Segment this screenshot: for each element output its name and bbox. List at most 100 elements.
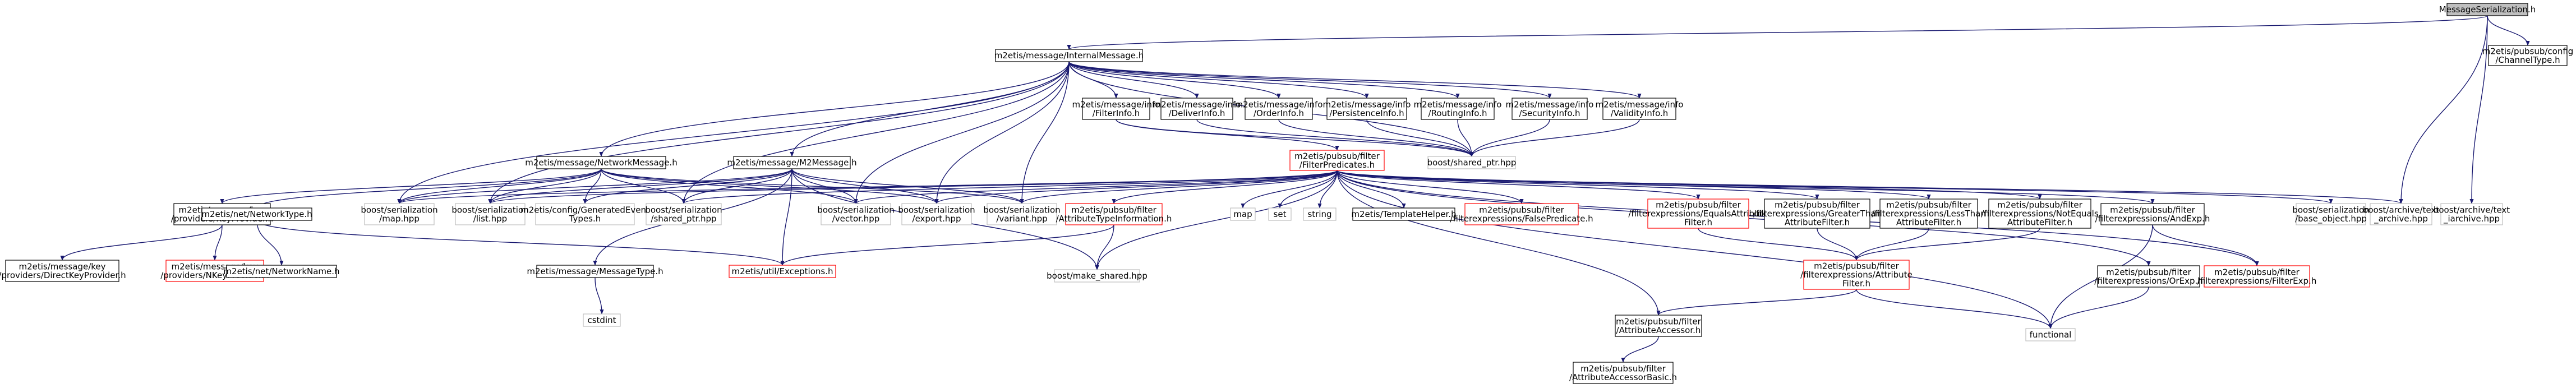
node-box <box>2440 203 2503 225</box>
edge-nettype-to-netname <box>256 220 284 266</box>
node-label: m2etis/pubsub/filter <box>1071 205 1156 215</box>
edge-filterpred-to-archtext <box>1337 170 2403 204</box>
node-ltattr[interactable]: m2etis/pubsub/filter/filterexpressions/L… <box>1872 198 1986 229</box>
edge-msgser-to-archtext <box>2399 15 2488 204</box>
node-orderinfo[interactable]: m2etis/message/info/OrderInfo.h <box>1235 98 1323 120</box>
edge-eqattr-to-attrfilter <box>1698 228 1859 261</box>
node-securityinfo[interactable]: m2etis/message/info/SecurityInfo.h <box>1506 98 1594 120</box>
node-label: /ValidityInfo.h <box>1611 108 1669 118</box>
edge-routinginfo-to-sharedptr <box>1457 119 1474 157</box>
node-label: /list.hpp <box>473 214 507 224</box>
node-msgtype[interactable]: m2etis/message/MessageType.h <box>527 265 663 278</box>
node-internal[interactable]: m2etis/message/InternalMessage.h <box>994 49 1144 62</box>
node-box <box>535 203 635 225</box>
node-label: m2etis/pubsub/config <box>2482 46 2574 56</box>
edge-m2msg-to-serlist <box>488 168 792 204</box>
node-netname[interactable]: m2etis/net/NetworkName.h <box>223 265 340 278</box>
node-box <box>1065 203 1163 225</box>
node-msgser[interactable]: MessageSerialization.h <box>2439 3 2536 16</box>
node-label: boost/serialization <box>645 205 722 215</box>
node-chantype[interactable]: m2etis/pubsub/config/ChannelType.h <box>2482 45 2574 66</box>
node-box <box>226 265 337 278</box>
dependency-nodes: MessageSerialization.h m2etis/pubsub/conf… <box>0 3 2573 384</box>
node-label: /filterexpressions/FilterExp.h <box>2197 276 2317 286</box>
node-label: /ChannelType.h <box>2495 55 2560 65</box>
node-box <box>995 49 1143 62</box>
node-label: /RoutingInfo.h <box>1428 108 1487 118</box>
edge-internal-to-validityinfo <box>1068 61 1642 99</box>
node-archtextt: boost/archive/text_iarchive.hpp <box>2434 203 2510 225</box>
node-netmsg[interactable]: m2etis/message/NetworkMessage.h <box>525 156 678 169</box>
edge-keyprov-to-nkey <box>213 224 223 261</box>
edge-netmsg-to-keyprov <box>220 168 602 204</box>
node-filterinfo[interactable]: m2etis/message/info/FilterInfo.h <box>1072 98 1160 120</box>
node-cstdint: cstdint <box>583 313 621 327</box>
edge-msgser-to-archtextt <box>2469 15 2488 204</box>
node-box <box>729 265 836 278</box>
node-label: /AttributeAccessorBasic.h <box>1569 372 1677 382</box>
node-templhelper[interactable]: m2etis/TemplateHelper.h <box>1351 207 1457 221</box>
node-label: /DeliverInfo.h <box>1169 108 1225 118</box>
node-attrinfo[interactable]: m2etis/pubsub/filter/AttributeTypeInform… <box>1056 203 1172 225</box>
node-label: m2etis/message/info <box>1506 99 1594 109</box>
edge-persistinfo-to-sharedptr <box>1366 119 1474 157</box>
node-deliverinfo[interactable]: m2etis/message/info/DeliverInfo.h <box>1153 98 1241 120</box>
node-box <box>1988 198 2091 229</box>
node-attraccessor[interactable]: m2etis/pubsub/filter/AttributeAccessor.h <box>1615 315 1702 337</box>
edge-internal-to-servariant <box>1020 61 1070 204</box>
node-label: /AttributeTypeInformation.h <box>1056 214 1172 224</box>
node-box <box>1879 198 1978 229</box>
node-persistinfo[interactable]: m2etis/message/info/PersistenceInfo.h <box>1323 98 1411 120</box>
edge-netmsg-to-sermap <box>397 168 602 204</box>
node-gtattr[interactable]: m2etis/pubsub/filter/filterexpressions/G… <box>1753 198 1881 229</box>
node-attraccbasic[interactable]: m2etis/pubsub/filter/AttributeAccessorBa… <box>1569 362 1677 384</box>
node-box <box>536 156 666 169</box>
node-validityinfo[interactable]: m2etis/message/info/ValidityInfo.h <box>1596 98 1684 120</box>
node-label: m2etis/pubsub/filter <box>2110 205 2195 215</box>
node-sermap: boost/serialization/map.hpp <box>361 203 438 225</box>
node-m2msg[interactable]: m2etis/message/M2Message.h <box>727 156 857 169</box>
node-label: set <box>1274 209 1287 219</box>
node-filterpred[interactable]: m2etis/pubsub/filter/FilterPredicates.h <box>1289 150 1385 171</box>
node-label: m2etis/pubsub/filter <box>2214 267 2299 277</box>
node-label: /export.hpp <box>913 214 961 224</box>
node-exceptions[interactable]: m2etis/util/Exceptions.h <box>729 265 836 278</box>
edge-netmsg-to-serlist <box>488 168 602 204</box>
node-box <box>1352 207 1455 221</box>
node-set: set <box>1268 207 1292 221</box>
edge-msgser-to-chantype <box>2487 15 2530 46</box>
edge-filterpred-to-gtattr <box>1337 170 1819 200</box>
node-routinginfo[interactable]: m2etis/message/info/RoutingInfo.h <box>1414 98 1502 120</box>
edge-internal-to-serlist <box>488 61 1070 204</box>
node-label: /filterexpressions/AndExp.h <box>2095 214 2210 224</box>
edge-filterpred-to-makeshared <box>1095 170 1338 270</box>
node-neqattr[interactable]: m2etis/pubsub/filter/filterexpressions/N… <box>1981 198 2099 229</box>
node-label: /AttributeAccessor.h <box>1616 325 1701 335</box>
node-label: /filterexpressions/GreaterThan <box>1753 209 1881 219</box>
edge-internal-to-deliverinfo <box>1068 61 1199 99</box>
node-label: m2etis/message/info <box>1596 99 1684 109</box>
node-label: m2etis/pubsub/filter <box>1294 151 1380 161</box>
dependency-edges <box>60 15 2530 363</box>
edge-filterpred-to-serexport <box>934 170 1338 204</box>
edge-filterpred-to-falsepred <box>1337 170 1524 204</box>
node-nettype[interactable]: m2etis/net/NetworkType.h <box>201 207 312 221</box>
node-falsepred[interactable]: m2etis/pubsub/filter/filterexpressions/F… <box>1450 203 1593 225</box>
edge-keyprov-to-directkey <box>60 224 223 261</box>
node-label: m2etis/pubsub/filter <box>1997 200 2082 210</box>
node-eqattr[interactable]: m2etis/pubsub/filter/filterexpressions/E… <box>1628 198 1768 229</box>
node-label: Filter.h <box>1684 218 1712 228</box>
node-box <box>987 203 1057 225</box>
node-directkey[interactable]: m2etis/message/key/providers/DirectKeyPr… <box>0 260 126 282</box>
node-attrfilter[interactable]: m2etis/pubsub/filter/filterexpressions/A… <box>1800 260 1913 290</box>
node-label: m2etis/pubsub/filter <box>1886 200 1971 210</box>
edge-m2msg-to-sermap <box>397 168 792 204</box>
node-box <box>5 260 119 282</box>
node-label: m2etis/message/info <box>1072 99 1160 109</box>
edge-internal-to-routinginfo <box>1068 61 1460 99</box>
node-filterexp[interactable]: m2etis/pubsub/filter/filterexpressions/F… <box>2197 265 2317 288</box>
node-label: /filterexpressions/OrExp.h <box>2094 276 2203 286</box>
node-orexp[interactable]: m2etis/pubsub/filter/filterexpressions/O… <box>2094 265 2203 288</box>
node-andexp[interactable]: m2etis/pubsub/filter/filterexpressions/A… <box>2095 203 2210 225</box>
edge-filterpred-to-eqattr <box>1337 170 1701 200</box>
